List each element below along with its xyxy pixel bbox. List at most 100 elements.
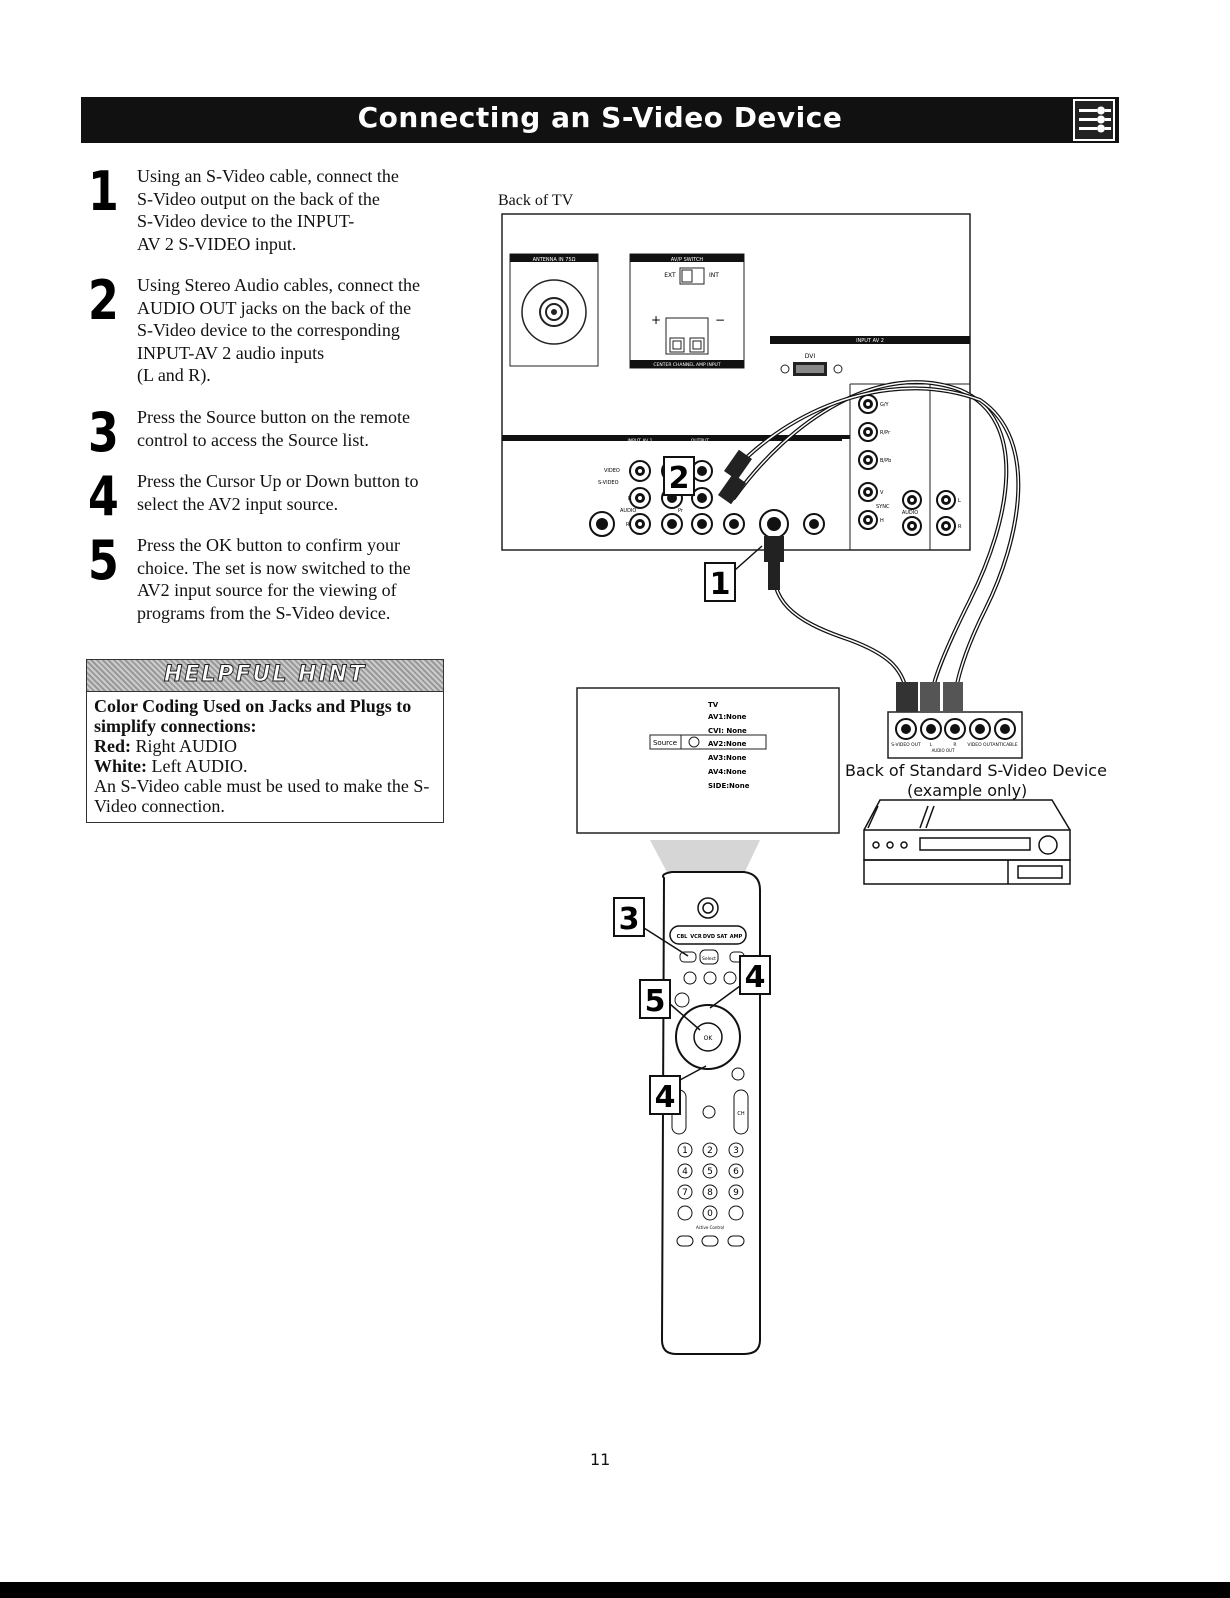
callout-5: 5 (639, 979, 701, 1031)
hint-header-text: HELPFUL HINT (163, 662, 367, 688)
antenna-label: ANTENNA IN 75Ω (533, 257, 576, 263)
menu-item-av4: AV4:None (708, 768, 747, 776)
step-number: 4 (88, 465, 119, 528)
pr-label: Pr (678, 508, 684, 514)
menu-item-cvi: CVI: None (708, 727, 747, 735)
hint-body: Color Coding Used on Jacks and Plugs to … (94, 696, 437, 816)
source-menu (576, 687, 840, 834)
menu-item-av2: AV2:None (708, 740, 747, 748)
vcr-device-icon (863, 799, 1071, 885)
callout-2: 2 (663, 456, 695, 496)
title-bar: Connecting an S-Video Device (81, 97, 1119, 143)
remote-control-icon: CBL VCR DVD SAT AMP Select OK CH 1 2 3 4… (660, 871, 761, 1355)
menu-item-tv: TV (708, 701, 719, 709)
hint-red-line: Red: Right AUDIO (94, 736, 437, 756)
back-of-tv-label: Back of TV (498, 192, 574, 209)
ir-beam (650, 840, 760, 878)
hint-red-text: Right AUDIO (131, 736, 238, 756)
svg-text:R: R (953, 742, 956, 748)
ch-label: CH (737, 1111, 744, 1117)
svg-text:4: 4 (745, 960, 766, 995)
component-jacks: G/Y R/Pr B/Pb V SYNC H AUDIO L R (858, 394, 962, 536)
helpful-hint-box: HELPFUL HINT Color Coding Used on Jacks … (86, 659, 444, 823)
hint-heading: Color Coding Used on Jacks and Plugs to … (94, 696, 412, 736)
svideo-label: S-VIDEO (598, 480, 619, 486)
mode-vcr: VCR (690, 934, 702, 940)
svg-text:VIDEO OUT: VIDEO OUT (967, 742, 993, 748)
callout-4-bottom: 4 (649, 1065, 707, 1115)
r-label: R (626, 522, 630, 528)
mode-cbl: CBL (677, 934, 688, 940)
ext-label: EXT (664, 272, 676, 279)
l-label-right: L (958, 498, 961, 504)
sync-label: SYNC (876, 504, 890, 510)
mute-icon (702, 1105, 716, 1119)
source-menu-label: Source (653, 739, 677, 747)
menu-item-side: SIDE:None (708, 782, 750, 790)
video-label: VIDEO (604, 468, 620, 474)
callout-1: 1 (704, 545, 763, 602)
r-label-right: R (958, 524, 962, 530)
svg-text:3: 3 (619, 902, 640, 937)
menu-item-av1: AV1:None (708, 713, 747, 721)
avp-switch-label: AV/P SWITCH (671, 257, 704, 263)
digit-7: 7 (682, 1188, 688, 1198)
audio-label: AUDIO (620, 508, 636, 514)
digit-0: 0 (707, 1209, 713, 1219)
device-jacks: S-VIDEO OUT L R VIDEO OUT ANTICABLE AUDI… (891, 718, 1018, 753)
active-control-label: Active Control (696, 1225, 724, 1230)
hint-white-line: White: Left AUDIO. (94, 756, 437, 776)
digit-4: 4 (682, 1167, 688, 1177)
digit-5: 5 (707, 1167, 713, 1177)
device-plugs (896, 682, 963, 712)
step-text: Using an S-Video cable, connect the S-Vi… (137, 166, 399, 254)
callout-3: 3 (613, 897, 689, 957)
digit-8: 8 (707, 1188, 713, 1198)
device-label: Back of Standard S-Video Device (845, 761, 1107, 780)
minus-label: − (715, 313, 725, 327)
step-text: Press the Cursor Up or Down button to se… (137, 471, 419, 514)
svg-text:1: 1 (710, 567, 731, 602)
l-label: L (628, 496, 631, 502)
power-icon (697, 897, 719, 919)
int-label: INT (709, 272, 719, 279)
hint-red-label: Red: (94, 736, 131, 756)
device-example-label: (example only) (907, 781, 1028, 800)
step-text: Press the OK button to confirm your choi… (137, 535, 411, 623)
svg-text:AUDIO OUT: AUDIO OUT (932, 748, 955, 753)
plus-label: + (651, 313, 661, 327)
mode-sat: SAT (717, 934, 728, 940)
rpr-label: R/Pr (880, 430, 891, 436)
ok-button (693, 1022, 723, 1052)
digit-6: 6 (733, 1167, 739, 1177)
h-label: H (880, 518, 884, 524)
svg-text:L: L (930, 742, 933, 748)
svg-text:5: 5 (645, 984, 666, 1019)
output-label: OUTPUT (691, 438, 710, 444)
audio-label-av2: AUDIO (902, 510, 918, 516)
step-text: Using Stereo Audio cables, connect the A… (137, 275, 420, 385)
digit-9: 9 (733, 1188, 739, 1198)
menu-item-av3: AV3:None (708, 754, 747, 762)
step-number: 2 (88, 269, 119, 332)
mode-dvd: DVD (703, 934, 715, 940)
bottom-bar (0, 1582, 1230, 1598)
page-title: Connecting an S-Video Device (357, 101, 843, 134)
mode-amp: AMP (730, 934, 743, 940)
plugs-tv (717, 449, 784, 590)
step-number: 3 (88, 401, 119, 464)
svg-text:S-VIDEO OUT: S-VIDEO OUT (891, 742, 921, 748)
callout-4-top: 4 (709, 955, 771, 1009)
source-menu-highlight (649, 734, 767, 750)
gy-label: G/Y (880, 402, 890, 408)
step-number: 5 (88, 529, 119, 592)
digit-3: 3 (733, 1146, 739, 1156)
input-av1-label: INPUT AV 1 (627, 438, 652, 444)
svg-text:ANTICABLE: ANTICABLE (992, 742, 1017, 748)
step-number: 1 (88, 160, 119, 223)
hint-note: An S-Video cable must be used to make th… (94, 776, 430, 816)
v-label: V (880, 490, 884, 496)
digit-1: 1 (682, 1146, 688, 1156)
hint-white-text: Left AUDIO. (147, 756, 248, 776)
